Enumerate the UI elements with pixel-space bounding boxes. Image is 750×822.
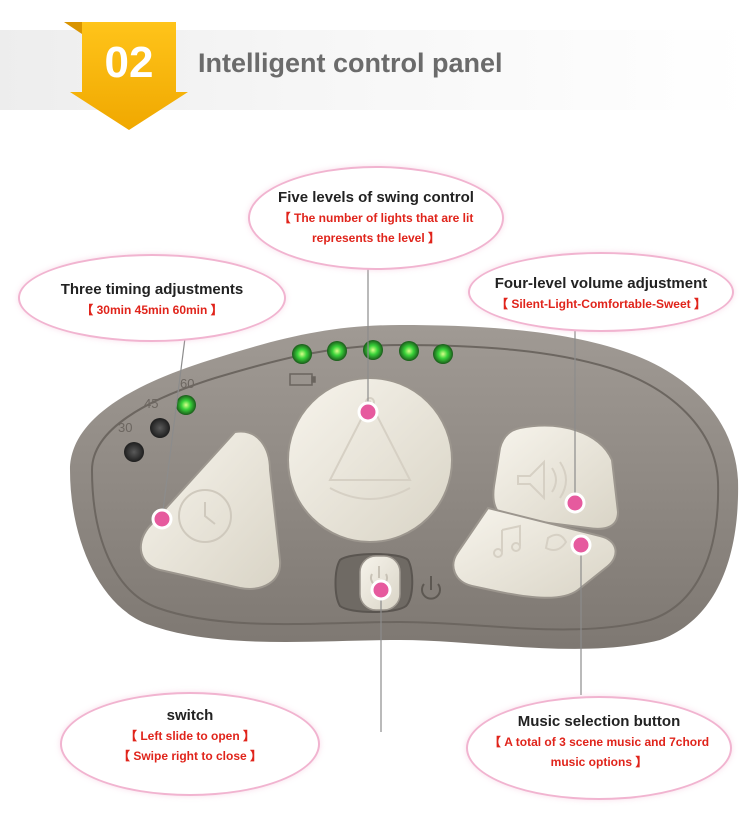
callout-switch-line2: 【 Swipe right to close 】 <box>117 749 263 763</box>
clock-icon <box>178 489 232 543</box>
battery-icon <box>289 373 316 386</box>
power-symbol-icon <box>421 576 441 600</box>
callout-music-line1: 【 A total of 3 scene music and 7chord <box>488 735 710 749</box>
callout-timing-title: Three timing adjustments <box>60 281 244 298</box>
timer-leds <box>124 395 196 462</box>
callout-music: Music selection button 【 A total of 3 sc… <box>466 696 732 800</box>
callout-switch-title: switch <box>166 707 214 724</box>
timer-label-45: 45 <box>144 396 158 411</box>
section-number: 02 <box>104 38 154 87</box>
callout-markers <box>151 401 592 601</box>
speaker-icon <box>517 459 567 501</box>
callout-volume-line1: 【 Silent-Light-Comfortable-Sweet 】 <box>495 297 706 311</box>
callout-swing-line2: represents the level 】 <box>311 231 441 245</box>
timer-label-60: 60 <box>180 376 194 391</box>
callout-music-line2: music options 】 <box>550 755 648 769</box>
callout-timing-line1: 【 30min 45min 60min 】 <box>81 303 223 317</box>
callout-music-title: Music selection button <box>517 713 681 730</box>
page-title: Intelligent control panel <box>198 48 503 78</box>
music-note-icon <box>493 524 568 558</box>
callout-swing-title: Five levels of swing control <box>278 189 474 206</box>
callout-timing: Three timing adjustments 【 30min 45min 6… <box>18 254 286 342</box>
callout-volume-title: Four-level volume adjustment <box>494 275 708 292</box>
leader-lines <box>161 268 582 732</box>
music-button <box>452 506 617 599</box>
swing-button <box>287 377 453 543</box>
section-badge <box>64 22 188 130</box>
timer-label-30: 30 <box>118 420 132 435</box>
timer-button <box>139 430 282 590</box>
callout-swing-control: Five levels of swing control 【 The numbe… <box>248 166 504 270</box>
callout-swing-line1: 【 The number of lights that are lit <box>278 211 474 225</box>
callout-switch-line1: 【 Left slide to open 】 <box>124 729 255 743</box>
panel-inner-bevel <box>90 343 720 631</box>
callout-switch: switch 【 Left slide to open 】 【 Swipe ri… <box>60 692 320 796</box>
callout-volume: Four-level volume adjustment 【 Silent-Li… <box>468 252 734 332</box>
